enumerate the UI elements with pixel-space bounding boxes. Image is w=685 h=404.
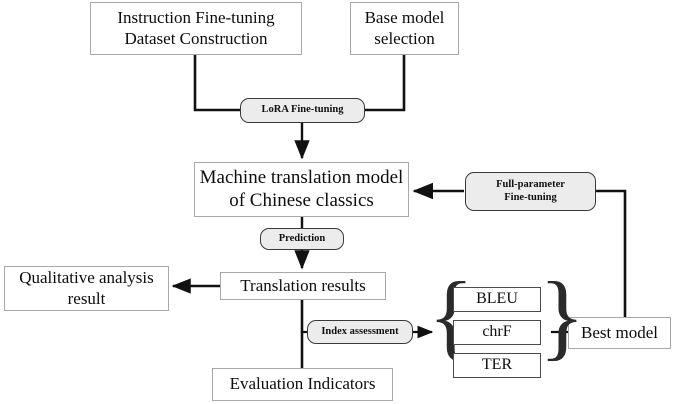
metric-chip-ter[interactable]: TER xyxy=(453,353,541,378)
node-translation-results[interactable]: Translation results xyxy=(220,272,386,300)
node-lora-finetuning[interactable]: LoRA Fine-tuning xyxy=(240,98,365,123)
node-machine-translation-model[interactable]: Machine translation model of Chinese cla… xyxy=(194,162,409,217)
node-full-parameter-finetuning[interactable]: Full-parameter Fine-tuning xyxy=(465,172,596,211)
node-evaluation-indicators[interactable]: Evaluation Indicators xyxy=(212,368,393,401)
edge-basemodel-to-lora xyxy=(362,53,406,112)
node-best-model[interactable]: Best model xyxy=(568,317,671,349)
metrics-right-brace: } xyxy=(539,262,586,369)
edge-instruction-to-lora xyxy=(193,53,243,112)
node-instruction-dataset[interactable]: Instruction Fine-tuning Dataset Construc… xyxy=(90,2,302,55)
metric-chip-chrf[interactable]: chrF xyxy=(453,320,541,345)
metric-chip-bleu[interactable]: BLEU xyxy=(453,287,541,312)
node-base-model-selection[interactable]: Base model selection xyxy=(350,2,459,55)
node-index-assessment[interactable]: Index assessment xyxy=(307,320,413,344)
node-qualitative-analysis-result[interactable]: Qualitative analysis result xyxy=(4,266,169,311)
metrics-left-brace: { xyxy=(428,262,475,369)
edge-bestmodel-to-fullparam xyxy=(594,189,627,319)
node-prediction[interactable]: Prediction xyxy=(260,228,344,250)
